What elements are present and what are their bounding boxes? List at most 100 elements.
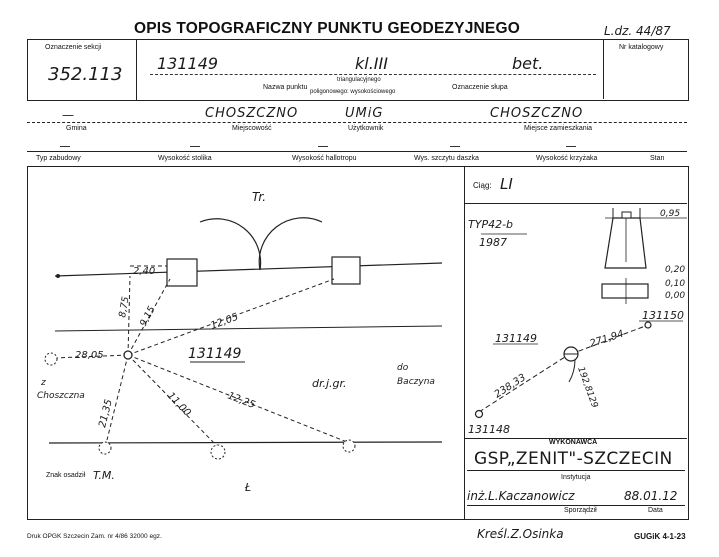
row3-dash-1 bbox=[60, 146, 70, 147]
boundary-line bbox=[54, 325, 443, 332]
form-title: OPIS TOPOGRAFICZNY PUNKTU GEODEZYJNEGO bbox=[134, 20, 520, 37]
tr-label: Tr. bbox=[252, 190, 266, 204]
class-value: kl.III bbox=[355, 54, 388, 73]
hallotrop-label: Wysokość hallotropu bbox=[292, 155, 357, 162]
label-875: 8,75 bbox=[117, 296, 132, 319]
from-label-1: z bbox=[40, 378, 46, 388]
pillar-value: bet. bbox=[512, 54, 544, 73]
executor-name: GSP„ZENIT"-SZCZECIN bbox=[474, 449, 673, 469]
main-point-marker bbox=[123, 350, 133, 360]
section-label: Oznaczenie sekcji bbox=[45, 44, 102, 51]
row3-dash-2 bbox=[190, 146, 200, 147]
l-mark: Ł bbox=[244, 481, 251, 494]
net-label-2: 131150 bbox=[642, 309, 684, 322]
author-label: Sporządził bbox=[564, 507, 597, 514]
ldz-number: L.dz. 44/87 bbox=[604, 24, 671, 38]
stan-label: Stan bbox=[650, 155, 665, 162]
executor-divider bbox=[464, 438, 687, 439]
drawn-by: Kreśl.Z.Osinka bbox=[477, 527, 564, 541]
row3-dash-4 bbox=[450, 146, 460, 147]
road-end-dot bbox=[56, 274, 60, 278]
h010: 0,10 bbox=[665, 279, 685, 289]
building-right bbox=[331, 256, 361, 285]
executor-heading: WYKONAWCA bbox=[549, 439, 598, 446]
inst-label: Instytucja bbox=[561, 474, 591, 481]
dist-label-2: 238,33 bbox=[493, 372, 528, 400]
road-line-top bbox=[54, 262, 443, 277]
tree-south-2 bbox=[210, 444, 226, 460]
author-value: inż.L.Kaczanowicz bbox=[467, 489, 575, 503]
pillar-label: Oznaczenie słupa bbox=[452, 84, 508, 91]
line-2805 bbox=[53, 354, 129, 359]
ciag-label: Ciąg: bbox=[473, 181, 492, 190]
row3-dash-5 bbox=[566, 146, 576, 147]
miejscowosc-value: CHOSZCZNO bbox=[205, 106, 299, 121]
line-2135 bbox=[106, 354, 129, 441]
typ-label: Typ zabudowy bbox=[36, 155, 81, 162]
point-name-label: Nazwa punktu bbox=[263, 84, 308, 91]
main-divider bbox=[464, 166, 465, 519]
h095: 0,95 bbox=[660, 209, 680, 219]
label-2805: 28,05 bbox=[75, 350, 104, 361]
ciag-divider bbox=[464, 203, 687, 204]
class-label-2: poligonowego: wysokościowego bbox=[310, 89, 396, 95]
footer-left: Druk OPGK Szczecin Zam. nr 4/86 32000 eg… bbox=[27, 533, 162, 540]
point-label: 131149 bbox=[188, 346, 242, 362]
typ-value: TYP42-b bbox=[468, 218, 513, 231]
year-value: 1987 bbox=[479, 236, 507, 249]
net-label-3: 131148 bbox=[468, 423, 510, 436]
building-left bbox=[166, 258, 198, 287]
tree-west bbox=[44, 352, 58, 366]
label-2135: 21,35 bbox=[97, 398, 115, 428]
dist-label-3: 192,8129 bbox=[575, 366, 599, 410]
to-label-2: Baczyna bbox=[397, 377, 435, 387]
line-915 bbox=[127, 278, 171, 356]
section-box bbox=[27, 39, 137, 101]
net-line-2 bbox=[478, 354, 569, 413]
road-line-bottom bbox=[48, 441, 443, 444]
line-1100 bbox=[127, 354, 218, 447]
benchmark-drawing: TYP42-b 1987 0,95 0,20 0,10 0,00 131149 … bbox=[468, 208, 687, 436]
h020: 0,20 bbox=[665, 265, 685, 275]
angle-arc bbox=[568, 359, 576, 383]
label-1225: 12,25 bbox=[226, 391, 257, 412]
to-label-1: do bbox=[397, 363, 409, 373]
tree-south-1 bbox=[98, 441, 112, 455]
line-1225 bbox=[127, 354, 348, 443]
footer-right: GUGiK 4-1-23 bbox=[634, 532, 686, 541]
section-value: 352.113 bbox=[48, 64, 123, 85]
road-label: dr.j.gr. bbox=[312, 377, 347, 390]
stolik-label: Wysokość stolika bbox=[158, 155, 212, 162]
line-875 bbox=[127, 275, 131, 356]
date-label: Data bbox=[648, 507, 663, 514]
label-1100: 11,00 bbox=[165, 390, 193, 418]
miejscowosc-label: Miejscowość bbox=[232, 125, 272, 132]
dist-label-1: 271,94 bbox=[589, 329, 626, 350]
uzytkownik-value: UMiG bbox=[345, 106, 384, 121]
line-1205 bbox=[127, 278, 335, 356]
class-label-1: triangulacyjnego bbox=[337, 77, 381, 83]
zamieszkanie-value: CHOSZCZNO bbox=[490, 106, 584, 121]
znak-label: Znak osadził bbox=[46, 472, 86, 479]
date-value: 88.01.12 bbox=[624, 489, 678, 503]
row3-dash-3 bbox=[318, 146, 328, 147]
net-point-3 bbox=[474, 409, 484, 419]
header-value-line bbox=[150, 74, 596, 75]
site-sketch: Tr. 2,40 8,75 9,15 12,05 28,05 21,35 11,… bbox=[37, 190, 443, 494]
ciag-value: LI bbox=[500, 175, 513, 193]
net-line-1 bbox=[570, 324, 649, 355]
daszek-label: Wys. szczytu daszka bbox=[414, 155, 479, 162]
catalog-label: Nr katalogowy bbox=[619, 44, 664, 51]
catalog-divider bbox=[603, 40, 604, 99]
uzytkownik-label: Użytkownik bbox=[348, 125, 384, 132]
from-label-2: Choszczna bbox=[37, 391, 85, 401]
point-name-value: 131149 bbox=[157, 54, 219, 73]
arch-left bbox=[199, 218, 262, 271]
gmina-label: Gmina bbox=[66, 125, 87, 132]
main-frame bbox=[27, 166, 689, 520]
pillar-body bbox=[604, 217, 647, 269]
executor-name-line bbox=[467, 470, 685, 471]
arch-right bbox=[258, 217, 323, 271]
label-915: 9,15 bbox=[138, 305, 158, 329]
net-point-2 bbox=[644, 321, 652, 329]
